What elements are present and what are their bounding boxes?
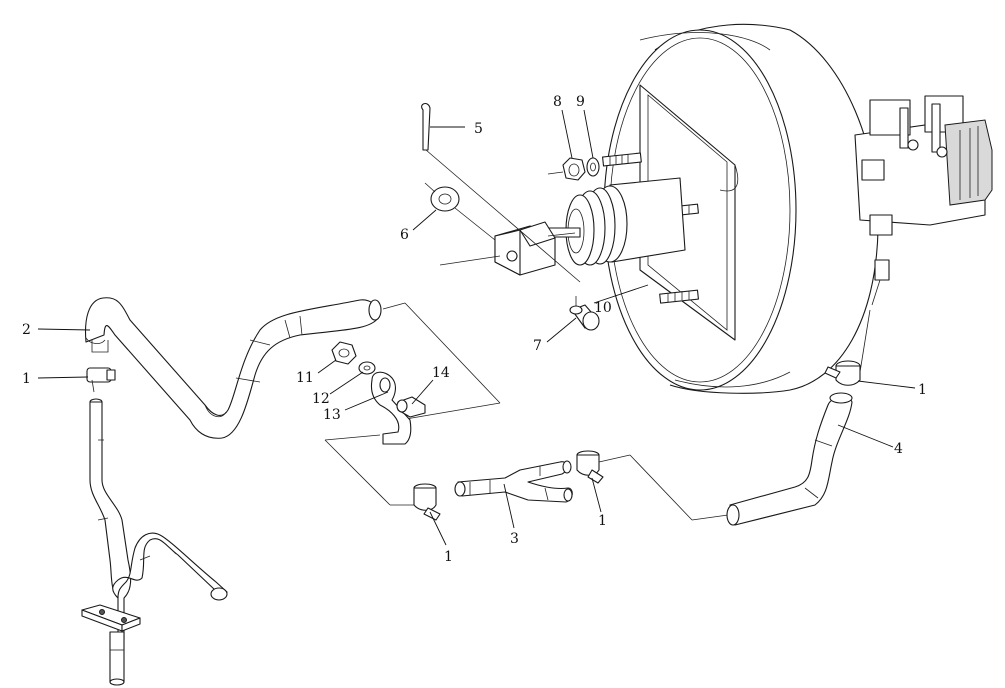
cotter-pin <box>421 102 581 283</box>
callout-1: 1 <box>444 549 453 565</box>
callout-10: 10 <box>594 300 612 316</box>
tee-connector-3 <box>454 460 573 503</box>
booster-stud <box>602 152 642 167</box>
callout-11: 11 <box>296 370 314 386</box>
callout-5: 5 <box>474 121 483 137</box>
hose-clamp-tee-right <box>576 450 729 521</box>
vacuum-hose-4 <box>726 392 853 526</box>
callout-3: 3 <box>510 531 519 547</box>
hose-clamp-left <box>86 367 116 393</box>
hose-clamp-tee-left <box>413 483 441 521</box>
hose-clamp-right <box>824 309 871 386</box>
vacuum-hose-2 <box>84 297 382 439</box>
lock-washer-9 <box>586 157 600 177</box>
callout-labels: 2 1 5 6 7 8 9 10 11 12 13 14 1 3 1 1 4 <box>22 94 927 565</box>
brake-booster-assembly <box>534 23 993 394</box>
flat-washer <box>424 182 496 241</box>
clevis-pin <box>569 296 600 331</box>
leader-lines <box>37 109 916 546</box>
callout-13: 13 <box>323 407 341 423</box>
callout-9: 9 <box>576 94 585 110</box>
callout-14: 14 <box>432 365 450 381</box>
callout-1: 1 <box>598 513 607 529</box>
vacuum-pipe <box>81 398 228 686</box>
callout-1: 1 <box>918 382 927 398</box>
push-rod-boot <box>534 177 686 266</box>
booster-stud <box>659 289 699 304</box>
callout-4: 4 <box>894 441 903 457</box>
callout-2: 2 <box>22 322 31 338</box>
callout-7: 7 <box>533 338 542 354</box>
callout-1: 1 <box>22 371 31 387</box>
hex-nut-8 <box>547 157 586 181</box>
master-cylinder <box>854 95 993 306</box>
callout-6: 6 <box>400 227 409 243</box>
hose-bracket-assembly <box>324 302 501 506</box>
callout-12: 12 <box>312 391 330 407</box>
callout-8: 8 <box>553 94 562 110</box>
clevis-yoke <box>439 221 576 276</box>
